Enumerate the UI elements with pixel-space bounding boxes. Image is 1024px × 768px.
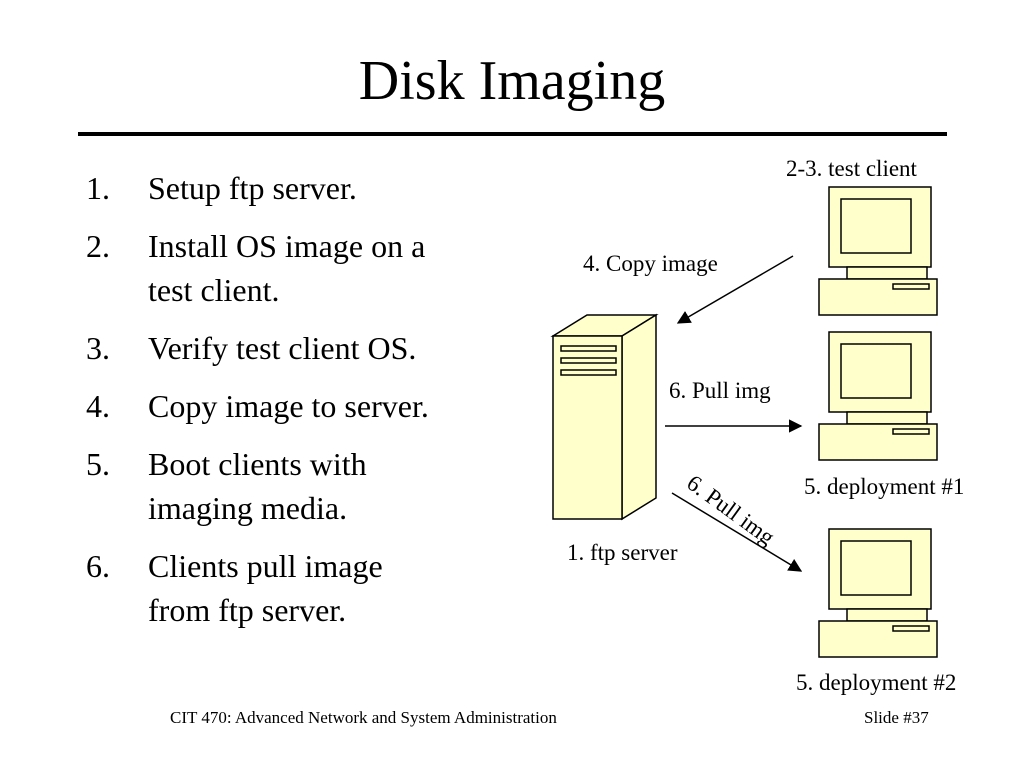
slide-title: Disk Imaging	[358, 50, 666, 112]
copy-image-label: 4. Copy image	[583, 251, 718, 276]
copy-image-arrow	[676, 255, 794, 324]
step-text: from ftp server.	[148, 592, 347, 628]
step-number: 3.	[86, 330, 110, 366]
pull-img-arrow-2	[671, 492, 803, 572]
test-client-label: 2-3. test client	[786, 156, 917, 181]
step-text: Install OS image on a	[148, 228, 426, 264]
step-number: 5.	[86, 446, 110, 482]
step-item: 4. Copy image to server.	[86, 384, 516, 428]
steps-list: 1. Setup ftp server. 2. Install OS image…	[86, 166, 516, 646]
step-text: imaging media.	[148, 490, 348, 526]
ftp-server-icon	[550, 313, 659, 521]
deployment-2-label: 5. deployment #2	[796, 670, 957, 695]
step-number: 2.	[86, 228, 110, 264]
step-number: 6.	[86, 548, 110, 584]
pull-img-label: 6. Pull img	[669, 378, 771, 403]
step-text: Verify test client OS.	[148, 330, 417, 366]
step-text: Copy image to server.	[148, 388, 429, 424]
step-text: Clients pull image	[148, 548, 383, 584]
step-text: Boot clients with	[148, 446, 367, 482]
deployment-1-computer-icon	[818, 331, 938, 461]
ftp-server-label: 1. ftp server	[567, 540, 678, 565]
deployment-2-computer-icon	[818, 528, 938, 658]
footer-slide-number: Slide #37	[864, 708, 929, 727]
step-item: 1. Setup ftp server.	[86, 166, 516, 210]
test-client-computer-icon	[818, 186, 938, 316]
step-text: test client.	[148, 272, 280, 308]
step-item: 3. Verify test client OS.	[86, 326, 516, 370]
footer-course: CIT 470: Advanced Network and System Adm…	[170, 708, 557, 727]
step-text: Setup ftp server.	[148, 170, 357, 206]
step-item: 6. Clients pull image from ftp server.	[86, 544, 516, 632]
deployment-1-label: 5. deployment #1	[804, 474, 965, 499]
step-item: 2. Install OS image on a test client.	[86, 224, 516, 312]
step-number: 1.	[86, 170, 110, 206]
step-item: 5. Boot clients with imaging media.	[86, 442, 516, 530]
title-divider	[78, 132, 947, 136]
step-number: 4.	[86, 388, 110, 424]
